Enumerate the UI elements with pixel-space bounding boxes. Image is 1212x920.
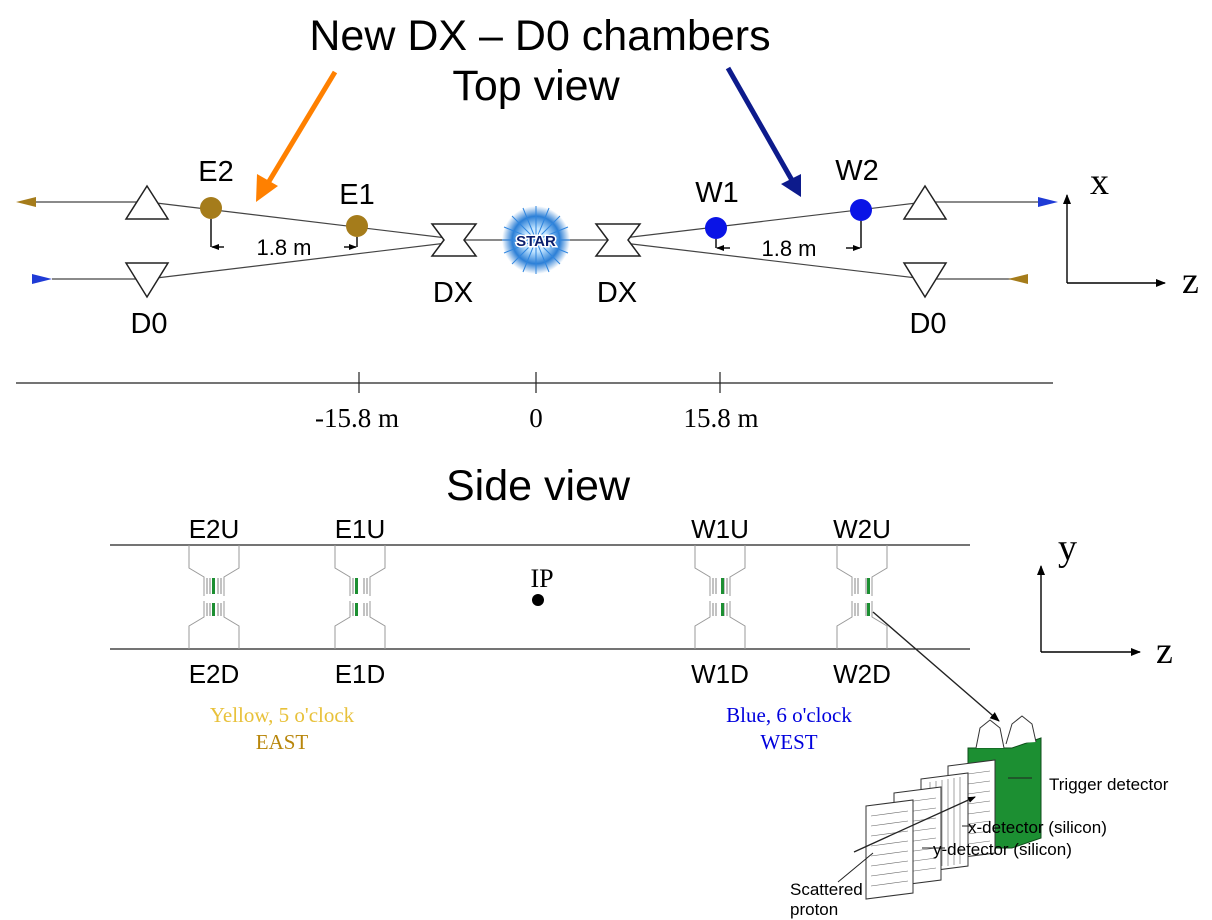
- pot-e2-marker: [200, 197, 222, 219]
- side-view-axes: [1037, 565, 1141, 656]
- pot-e2-label: E2: [198, 156, 233, 188]
- z-scale-line: [16, 372, 1053, 393]
- d0-left-label: D0: [130, 308, 167, 340]
- lower-pot-label: W1D: [691, 659, 749, 689]
- lower-pot-label: E2D: [189, 659, 240, 689]
- side-axis-z-label: z: [1156, 630, 1173, 672]
- top-axis-z-label: z: [1182, 260, 1199, 302]
- roman-pot-w2: [836, 545, 888, 649]
- star-detector-icon: STAR: [502, 206, 570, 274]
- pot-w2-label: W2: [835, 155, 879, 187]
- roman-pot-pair: [188, 545, 888, 649]
- east-label: EAST: [256, 730, 309, 754]
- proton-leader-line: [837, 852, 874, 883]
- east-ring-label: Yellow, 5 o'clock: [210, 703, 355, 727]
- upper-pot-label: W2U: [833, 514, 891, 544]
- lower-pot-label: W2D: [833, 659, 891, 689]
- top-view-axes: [1063, 194, 1166, 287]
- roman-pot-e2: [188, 545, 240, 649]
- east-distance-label: 1.8 m: [256, 235, 311, 260]
- pot-w1-label: W1: [695, 177, 739, 209]
- west-ring-label: Blue, 6 o'clock: [726, 703, 852, 727]
- roman-pot-w1: [694, 545, 746, 649]
- upper-pot-label: E2U: [189, 514, 240, 544]
- roman-pot-e1: [334, 545, 386, 649]
- trigger-detector-label: Trigger detector: [1049, 775, 1169, 794]
- navy-pointer-arrow: [725, 66, 801, 197]
- pot-e1-marker: [346, 215, 368, 237]
- top-axis-x-label: x: [1090, 161, 1109, 203]
- pot-e1-label: E1: [339, 179, 374, 211]
- d0-magnets: [124, 184, 948, 299]
- top-view-title: Top view: [452, 62, 620, 110]
- side-axis-y-label: y: [1058, 527, 1077, 569]
- beam-pipe-walls: [110, 544, 970, 650]
- dx-magnets: [430, 223, 642, 257]
- zoom-arrow: [872, 611, 1000, 722]
- star-label: STAR: [516, 233, 556, 250]
- scale-tick-label: 0: [529, 403, 543, 433]
- pot-w1-marker: [705, 217, 727, 239]
- west-label: WEST: [760, 730, 817, 754]
- yellow-beam-arrow-right: [1008, 274, 1028, 284]
- detector-stack: [837, 715, 1042, 900]
- interaction-point-marker: [532, 594, 544, 606]
- ip-label: IP: [530, 564, 553, 593]
- yellow-beam-arrow-left: [16, 197, 36, 207]
- y-detector-label: y-detector (silicon): [933, 840, 1072, 859]
- west-distance-marker: [715, 221, 862, 251]
- pot-w2-marker: [850, 199, 872, 221]
- dx-right-label: DX: [597, 277, 637, 309]
- scale-tick-label: 15.8 m: [683, 403, 758, 433]
- lower-pot-label: E1D: [335, 659, 386, 689]
- d0-right-label: D0: [909, 308, 946, 340]
- east-distance-marker: [210, 219, 358, 250]
- silicon-plane: [865, 799, 914, 900]
- headline: New DX – D0 chambers: [309, 12, 770, 60]
- scale-tick-label: -15.8 m: [315, 403, 399, 433]
- blue-beam-arrow-right: [1038, 197, 1058, 207]
- west-distance-label: 1.8 m: [761, 236, 816, 261]
- proton-track-arrow: [853, 796, 976, 853]
- orange-pointer-arrow: [256, 70, 338, 202]
- upper-pot-label: W1U: [691, 514, 749, 544]
- blue-beam-arrow-left: [32, 274, 52, 284]
- scattered-proton-label: Scattered: [790, 880, 863, 899]
- dx-left-label: DX: [433, 277, 473, 309]
- side-view-title: Side view: [446, 462, 631, 510]
- x-detector-label: x-detector (silicon): [968, 818, 1107, 837]
- upper-pot-label: E1U: [335, 514, 386, 544]
- scattered-proton-label: proton: [790, 900, 838, 919]
